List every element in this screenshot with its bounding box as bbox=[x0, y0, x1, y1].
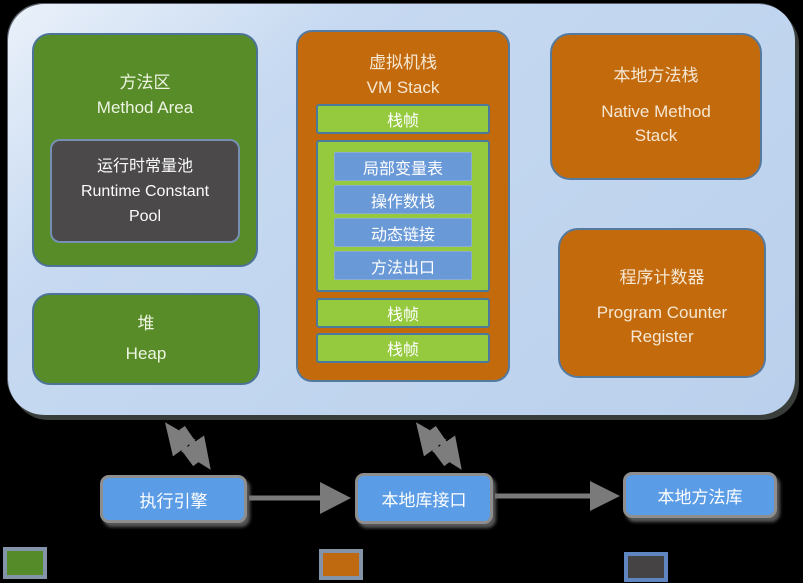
stack-frame-bar: 栈帧 bbox=[316, 104, 490, 134]
method-area-title-zh: 方法区 bbox=[119, 73, 171, 92]
frame-part-method-exit: 方法出口 bbox=[334, 251, 472, 280]
vm-stack-title-zh: 虚拟机栈 bbox=[369, 53, 437, 72]
legend-dark-swatch bbox=[624, 552, 668, 582]
runtime-interface-down-arrow bbox=[430, 426, 462, 470]
interface-to-libraries-arrowhead bbox=[590, 481, 620, 511]
native-method-stack-title-en: Native Method Stack bbox=[601, 101, 711, 146]
vm-stack-title-en: VM Stack bbox=[366, 77, 440, 97]
stack-frame-expanded-box: 局部变量表 操作数栈 动态链接 方法出口 bbox=[316, 140, 490, 292]
legend-green-swatch bbox=[3, 547, 47, 579]
runtime-constant-pool-box: 运行时常量池 Runtime Constant Pool bbox=[50, 139, 240, 243]
frame-part-dynamic-linking: 动态链接 bbox=[334, 218, 472, 247]
runtime-constant-pool-title-en: Runtime Constant Pool bbox=[80, 182, 210, 225]
heap-box: 堆 Heap bbox=[32, 293, 260, 385]
method-area-title-en: Method Area bbox=[96, 97, 194, 117]
legend-orange-swatch bbox=[319, 549, 363, 580]
engine-to-interface-arrowhead bbox=[320, 482, 351, 514]
native-method-libraries-node: 本地方法库 bbox=[623, 472, 777, 518]
vm-stack-box: 虚拟机栈 VM Stack 栈帧 局部变量表 操作数栈 动态链接 方法出口 栈帧… bbox=[296, 30, 510, 382]
runtime-data-area-panel: 方法区 Method Area 运行时常量池 Runtime Constant … bbox=[8, 4, 795, 415]
runtime-constant-pool-title-zh: 运行时常量池 bbox=[96, 158, 193, 175]
program-counter-title-zh: 程序计数器 bbox=[619, 268, 705, 287]
interface-runtime-up-arrow bbox=[415, 422, 450, 467]
native-library-interface-node: 本地库接口 bbox=[355, 473, 493, 524]
program-counter-title-en: Program Counter Register bbox=[596, 302, 728, 347]
stack-frame-bar: 栈帧 bbox=[316, 333, 490, 363]
frame-part-local-variable-table: 局部变量表 bbox=[334, 152, 472, 181]
native-method-stack-title-zh: 本地方法栈 bbox=[613, 66, 699, 85]
frame-part-operand-stack: 操作数栈 bbox=[334, 185, 472, 214]
heap-title-en: Heap bbox=[125, 343, 167, 363]
heap-title-zh: 堆 bbox=[137, 313, 155, 333]
method-area-box: 方法区 Method Area 运行时常量池 Runtime Constant … bbox=[32, 33, 258, 267]
execution-engine-node: 执行引擎 bbox=[100, 475, 247, 523]
runtime-engine-down-arrow bbox=[179, 426, 211, 470]
engine-runtime-up-arrow bbox=[164, 422, 199, 467]
native-method-stack-box: 本地方法栈 Native Method Stack bbox=[550, 33, 762, 180]
stack-frame-bar: 栈帧 bbox=[316, 298, 490, 328]
program-counter-register-box: 程序计数器 Program Counter Register bbox=[558, 228, 766, 378]
